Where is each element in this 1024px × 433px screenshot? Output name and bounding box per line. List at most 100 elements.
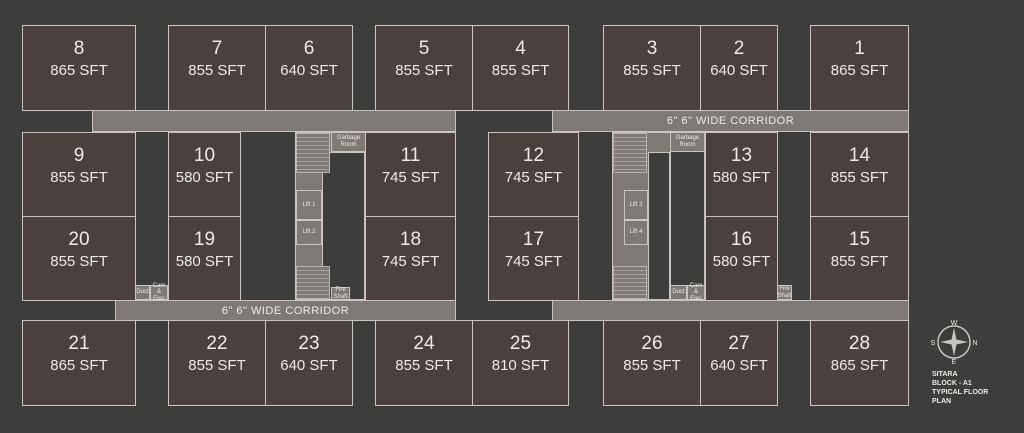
compass-s: S [931,340,936,347]
unit-area: 855 SFT [188,62,246,79]
unit-area: 855 SFT [623,357,681,374]
stairs-icon [613,266,647,299]
caption-line: SITARA [932,371,958,378]
unit-number: 3 [646,38,658,59]
cam-elec: Cam & Elec [150,283,168,302]
unit-number: 9 [73,145,85,166]
compass-n: N [972,340,977,347]
unit-area: 810 SFT [491,357,550,374]
duct: Duct [670,285,687,300]
fire-shaft: Fire Shaft [777,285,792,300]
unit-number: 15 [848,229,871,250]
unit-area: 855 SFT [395,62,453,79]
compass-icon: W E S N [931,320,978,366]
unit-area: 855 SFT [50,253,108,270]
unit-number: 17 [522,229,545,250]
corridor-top-left [92,110,456,132]
unit-number: 16 [730,229,753,250]
stairs-icon [296,133,330,173]
corridor-top-right: 6" 6" WIDE CORRIDOR [552,110,909,132]
caption-line: PLAN [932,398,952,405]
unit-number: 6 [303,38,315,59]
unit-9[interactable]: 9 855 SFT [22,132,136,217]
unit-number: 28 [848,333,871,354]
compass-e: E [952,359,957,366]
unit-8[interactable]: 8 865 SFT [22,25,136,111]
unit-area: 865 SFT [50,357,108,374]
unit-area: 640 SFT [280,357,338,374]
unit-25[interactable]: 25 810 SFT [472,320,569,406]
unit-number: 25 [509,333,532,354]
unit-number: 22 [206,333,228,354]
lift-2: Lift 2 [296,220,322,245]
unit-area: 855 SFT [50,169,108,186]
unit-number: 26 [641,333,663,354]
unit-area: 580 SFT [175,253,234,270]
unit-area: 855 SFT [395,357,453,374]
unit-18[interactable]: 18 745 SFT [365,216,456,301]
stairs-icon [613,133,647,173]
unit-7[interactable]: 7 855 SFT [168,25,266,111]
unit-6[interactable]: 6 640 SFT [265,25,353,111]
unit-area: 865 SFT [830,62,889,79]
unit-22[interactable]: 22 855 SFT [168,320,266,406]
shaft-right-2 [670,132,705,300]
corridor-bottom-left: 6" 6" WIDE CORRIDOR [115,300,456,321]
unit-area: 855 SFT [623,62,681,79]
unit-area: 640 SFT [710,62,768,79]
unit-24[interactable]: 24 855 SFT [375,320,473,406]
unit-26[interactable]: 26 855 SFT [603,320,701,406]
unit-number: 14 [848,145,871,166]
unit-area: 745 SFT [504,253,563,270]
unit-3[interactable]: 3 855 SFT [603,25,701,111]
unit-21[interactable]: 21 865 SFT [22,320,136,406]
unit-area: 855 SFT [188,357,246,374]
unit-12[interactable]: 12 745 SFT [488,132,579,217]
unit-16[interactable]: 16 580 SFT [705,216,778,301]
stairs-icon [296,266,330,299]
unit-area: 865 SFT [50,62,108,79]
unit-area: 745 SFT [504,169,563,186]
garbage-room: Garbage Room [331,132,366,152]
unit-number: 13 [730,145,753,166]
lift-4: Lift 4 [624,220,648,245]
unit-number: 4 [515,38,526,59]
plan-caption: SITARA BLOCK - A1 TYPICAL FLOOR PLAN [932,370,988,406]
compass-w: W [951,320,958,327]
unit-area: 580 SFT [712,253,771,270]
unit-number: 27 [728,333,750,354]
unit-number: 8 [73,38,85,59]
unit-17[interactable]: 17 745 SFT [488,216,579,301]
unit-number: 10 [193,145,216,166]
unit-number: 21 [68,333,90,354]
shaft-right [648,152,670,300]
unit-13[interactable]: 13 580 SFT [705,132,778,217]
unit-area: 745 SFT [381,253,440,270]
unit-area: 580 SFT [712,169,771,186]
unit-number: 24 [413,333,435,354]
lift-1: Lift 1 [296,190,322,220]
unit-number: 7 [211,38,223,59]
unit-number: 18 [399,229,422,250]
lift-3: Lift 3 [624,190,648,220]
unit-area: 640 SFT [280,62,338,79]
caption-line: TYPICAL FLOOR [932,389,989,396]
unit-number: 5 [418,38,430,59]
unit-5[interactable]: 5 855 SFT [375,25,473,111]
cam-elec: Cam & Elec [687,283,705,302]
corridor-bottom-right [552,300,909,321]
unit-number: 12 [522,145,545,166]
